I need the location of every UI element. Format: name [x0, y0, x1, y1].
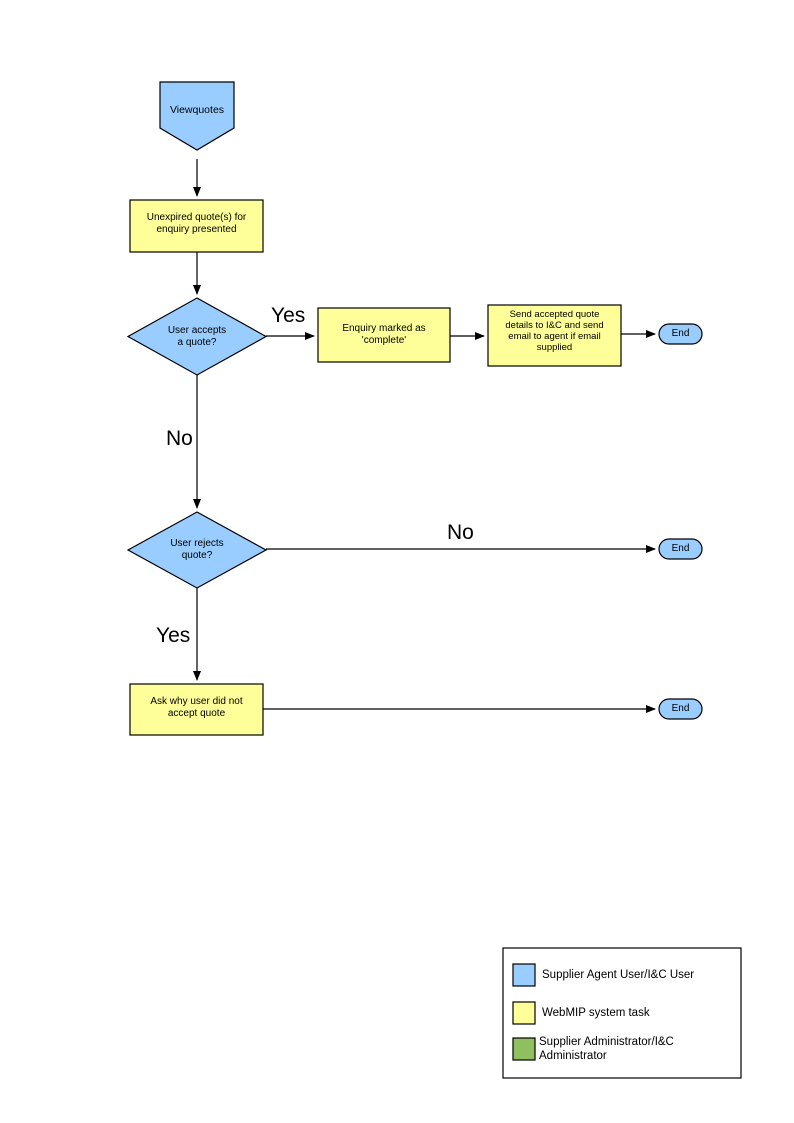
- legend-swatch-supplier-agent: [512, 963, 536, 987]
- edge-label-no-rejects: No: [447, 521, 474, 544]
- legend-box: [502, 947, 742, 1079]
- node-decision-user-accepts[interactable]: [126, 297, 268, 376]
- legend-swatch-supplier-administrator: [512, 1037, 536, 1061]
- node-end-1[interactable]: [658, 323, 703, 345]
- node-enquiry-marked-complete[interactable]: [317, 307, 451, 363]
- node-end-2[interactable]: [658, 538, 703, 560]
- label-end-2: End: [671, 543, 690, 554]
- legend-item-label-supplier-administrator: Supplier Administrator/I&C Administrator: [539, 1036, 674, 1062]
- legend-item-label-supplier-agent: Supplier Agent User/I&C User: [542, 969, 695, 981]
- node-ask-why-user-did-not-accept[interactable]: [129, 683, 264, 736]
- edge-label-no-accepts: No: [166, 427, 193, 450]
- legend-group: [502, 947, 742, 1079]
- node-send-accepted-quote-details[interactable]: [487, 304, 622, 367]
- node-group: [126, 81, 703, 736]
- connector-group: [193, 159, 656, 713]
- node-unexpired-quotes[interactable]: [129, 199, 264, 253]
- label-end-3: End: [671, 703, 690, 714]
- legend-item-label-webmip-system: WebMIP system task: [542, 1007, 650, 1019]
- node-start-viewquotes[interactable]: [159, 81, 235, 151]
- edge-label-yes-accepts: Yes: [271, 304, 306, 327]
- legend-swatch-webmip-system: [512, 1001, 536, 1025]
- node-decision-user-rejects[interactable]: [126, 511, 268, 589]
- node-end-3[interactable]: [658, 698, 703, 720]
- label-end-1: End: [671, 328, 690, 339]
- edge-label-yes-rejects: Yes: [156, 624, 191, 647]
